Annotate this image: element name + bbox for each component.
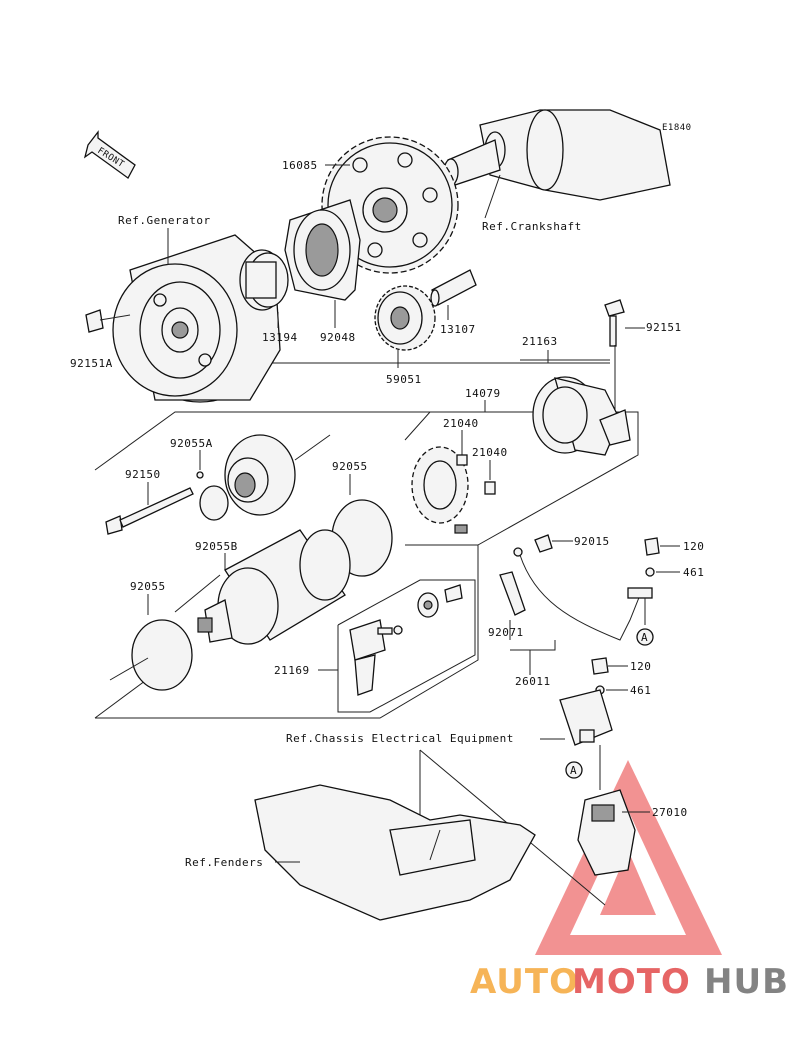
part-120-upper: 120 — [683, 540, 704, 553]
relay-bracket — [559, 689, 613, 746]
part-21040-a: 21040 — [443, 417, 479, 430]
small-ring — [196, 471, 204, 479]
part-92015: 92015 — [574, 535, 610, 548]
ref-fenders-label: Ref.Fenders — [185, 856, 263, 869]
starter-relay-27010 — [577, 789, 636, 876]
idle-gear-59051 — [374, 285, 436, 351]
watermark-auto: AUTO — [470, 962, 579, 1002]
bolt-120-upper — [644, 537, 660, 556]
fender-assembly — [254, 784, 536, 921]
part-461-lower: 461 — [630, 684, 651, 697]
ref-chassis-label: Ref.Chassis Electrical Equipment — [286, 732, 514, 745]
bolt-92151 — [604, 299, 625, 347]
part-92055-upper: 92055 — [332, 460, 368, 473]
part-92055B: 92055B — [195, 540, 238, 553]
part-14079: 14079 — [465, 387, 501, 400]
crankshaft — [443, 109, 671, 219]
part-92151: 92151 — [646, 321, 682, 334]
callout-a-lower-label: A — [570, 764, 577, 777]
bolt-120-lower — [591, 657, 609, 675]
part-92055-lower: 92055 — [130, 580, 166, 593]
long-bolt-92150 — [105, 487, 194, 535]
ref-generator-label: Ref.Generator — [118, 214, 211, 227]
watermark-logo: AUTO MOTO HUB — [470, 760, 789, 1002]
front-arrow: FRONT — [83, 130, 136, 179]
part-21040-b: 21040 — [472, 446, 508, 459]
part-16085: 16085 — [282, 159, 318, 172]
part-27010: 27010 — [652, 806, 688, 819]
part-13194: 13194 — [262, 331, 298, 344]
ring-92048 — [284, 199, 361, 301]
brush-spring-b — [484, 481, 496, 495]
callout-a-upper — [636, 628, 654, 646]
o-ring-small — [199, 485, 229, 521]
part-21163: 21163 — [522, 335, 558, 348]
washer-461-upper — [645, 567, 655, 577]
brush-spring-a — [456, 454, 468, 466]
end-cover-21163 — [532, 376, 631, 456]
ref-crankshaft-label: Ref.Crankshaft — [482, 220, 582, 233]
part-92048: 92048 — [320, 331, 356, 344]
part-120-lower: 120 — [630, 660, 651, 673]
part-59051: 59051 — [386, 373, 422, 386]
part-92150: 92150 — [125, 468, 161, 481]
o-ring-large-lower — [131, 619, 193, 691]
diagram-code: E1840 — [662, 123, 692, 133]
shaft-13107 — [430, 269, 477, 307]
part-21169: 21169 — [274, 664, 310, 677]
nut-92015 — [534, 534, 553, 553]
part-461-upper: 461 — [683, 566, 704, 579]
terminal-set-21169 — [349, 584, 463, 696]
bolt-92151A — [85, 309, 131, 333]
part-26011: 26011 — [515, 675, 551, 688]
part-13107: 13107 — [440, 323, 476, 336]
brush-plate-14079 — [411, 446, 469, 534]
starter-motor-yoke — [197, 529, 351, 645]
watermark-moto: MOTO — [572, 962, 691, 1002]
bearing-13194 — [239, 249, 289, 311]
callout-a-lower — [565, 761, 583, 779]
part-92071: 92071 — [488, 626, 524, 639]
watermark-hub: HUB — [704, 962, 789, 1002]
part-92055A: 92055A — [170, 437, 213, 450]
part-92151A: 92151A — [70, 357, 113, 370]
terminal-cap-92071 — [499, 571, 526, 616]
callout-a-upper-label: A — [641, 631, 648, 644]
front-cover — [224, 434, 296, 516]
starter-cable-26011 — [519, 554, 641, 641]
